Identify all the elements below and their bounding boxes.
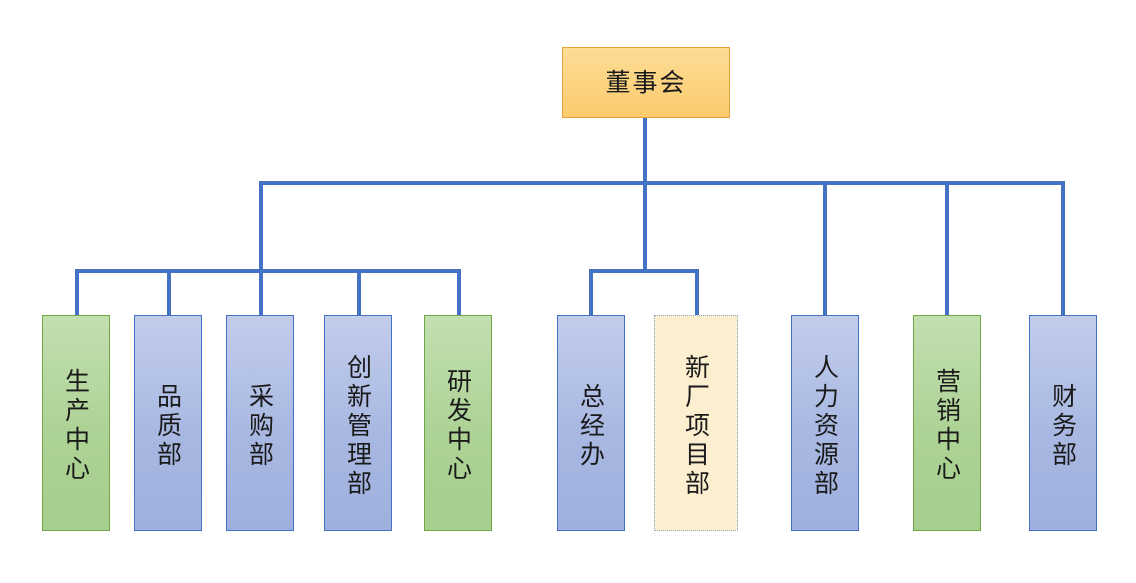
node-marketing-center[interactable]: 营销中心 <box>913 315 981 531</box>
node-innovation-management-department[interactable]: 创新管理部 <box>324 315 392 531</box>
node-board-of-directors[interactable]: 董事会 <box>562 47 730 118</box>
node-label: 人力资源部 <box>810 353 840 499</box>
node-production-center[interactable]: 生产中心 <box>42 315 110 531</box>
node-label: 新厂项目部 <box>681 353 711 499</box>
connector-drop-rnd <box>457 269 461 316</box>
node-label: 财务部 <box>1048 382 1078 470</box>
connector-main-bus <box>259 181 1065 185</box>
connector-drop-new-factory <box>695 269 699 316</box>
connector-drop-quality <box>167 269 171 316</box>
connector-production-subbus <box>75 269 461 273</box>
node-purchasing-department[interactable]: 采购部 <box>226 315 294 531</box>
node-label: 营销中心 <box>932 368 962 484</box>
connector-gm-subbus <box>589 269 699 273</box>
node-finance-department[interactable]: 财务部 <box>1029 315 1097 531</box>
node-label: 生产中心 <box>61 368 91 484</box>
connector-drop-innovation <box>357 269 361 316</box>
node-label: 总经办 <box>576 382 606 470</box>
node-label: 采购部 <box>245 382 275 470</box>
node-label: 品质部 <box>153 382 183 470</box>
node-quality-department[interactable]: 品质部 <box>134 315 202 531</box>
connector-drop-purchasing <box>259 269 263 316</box>
node-label: 研发中心 <box>443 368 473 484</box>
node-general-manager-office[interactable]: 总经办 <box>557 315 625 531</box>
connector-drop-finance <box>1061 181 1065 316</box>
connector-drop-gm-office <box>589 269 593 316</box>
connector-drop-production-center <box>75 269 79 316</box>
connector-drop-hr <box>823 181 827 316</box>
node-label: 董事会 <box>605 68 687 97</box>
node-human-resources-department[interactable]: 人力资源部 <box>791 315 859 531</box>
connector-drop-production-group <box>259 181 263 273</box>
node-label: 创新管理部 <box>343 353 373 499</box>
node-rnd-center[interactable]: 研发中心 <box>424 315 492 531</box>
connector-root-stem <box>643 118 647 184</box>
connector-drop-marketing <box>945 181 949 316</box>
connector-drop-gm-group <box>643 181 647 273</box>
node-new-factory-project-department[interactable]: 新厂项目部 <box>654 315 738 531</box>
